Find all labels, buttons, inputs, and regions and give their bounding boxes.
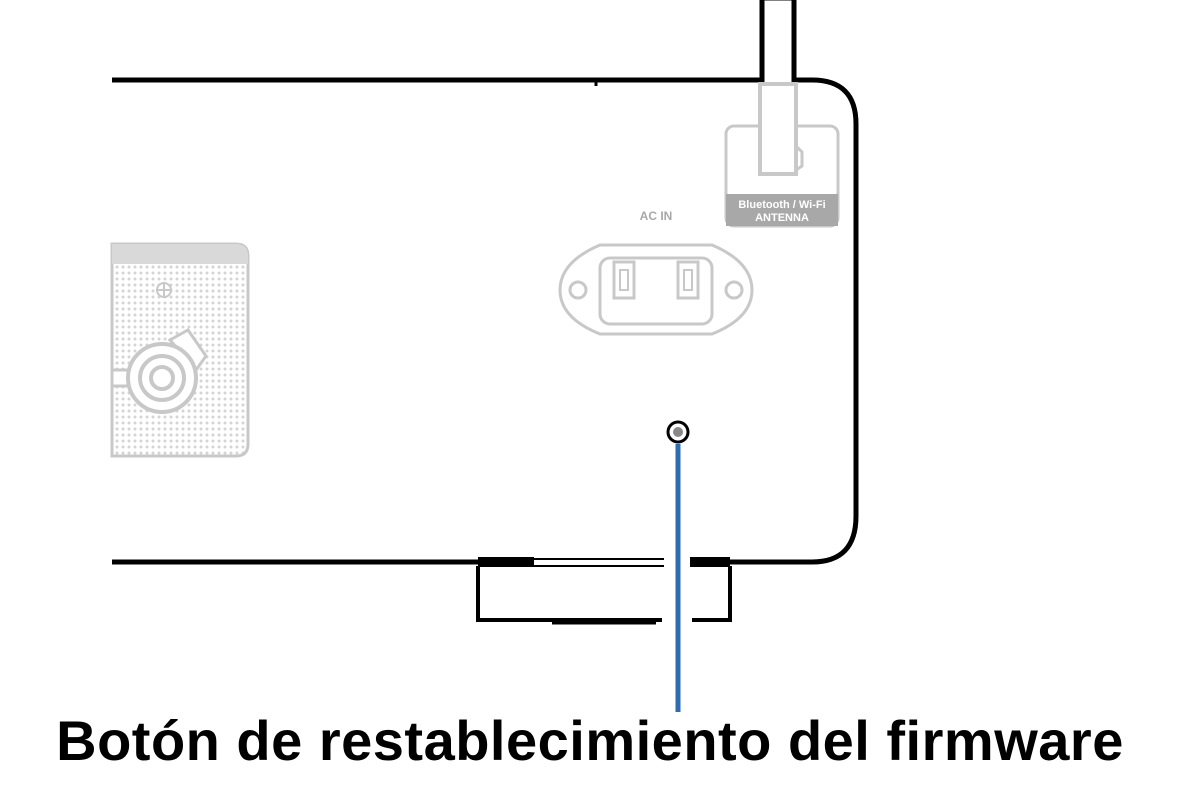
device-foot: [476, 557, 772, 625]
antenna-label-line2: ANTENNA: [755, 212, 809, 224]
device-body: [112, 77, 859, 565]
antenna-label-line1: Bluetooth / Wi-Fi: [738, 199, 825, 211]
ac-inlet-icon: AC IN: [558, 209, 754, 336]
reset-button-caption: Botón de restablecimiento del firmware: [56, 709, 1124, 772]
reset-button-icon: [666, 420, 690, 444]
speaker-terminal-icon: [110, 242, 250, 458]
ac-in-label: AC IN: [640, 209, 673, 223]
wifi-antenna-icon: Bluetooth / Wi-Fi ANTENNA: [724, 0, 840, 228]
